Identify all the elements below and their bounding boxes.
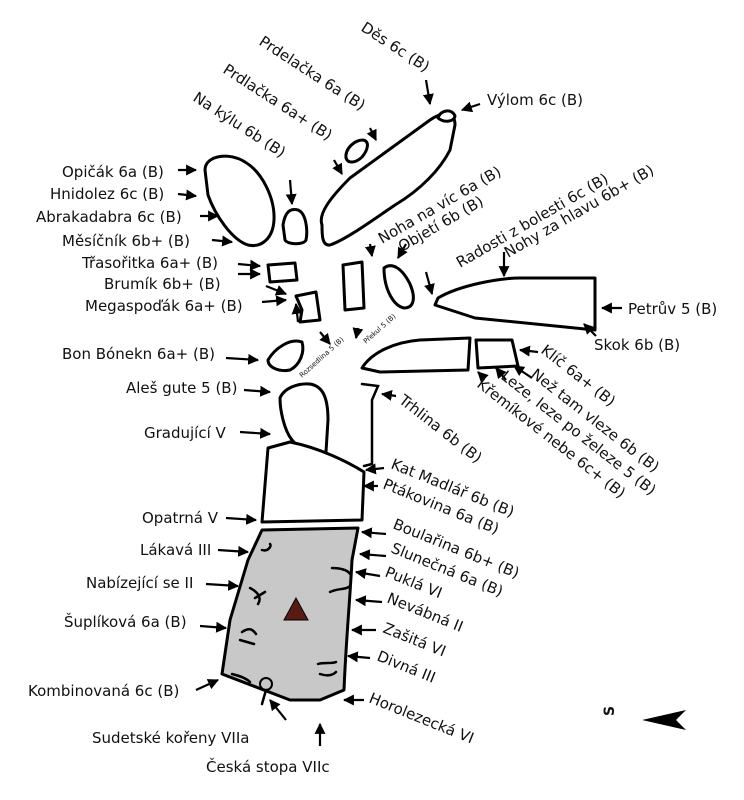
crack-7 xyxy=(238,638,256,646)
compass: S xyxy=(602,706,686,730)
arrow-ales xyxy=(243,385,272,397)
label-sudetske: Sudetské kořeny VIIa xyxy=(92,729,249,747)
arrow-bonbonek xyxy=(225,353,260,365)
rock-megaspodak xyxy=(294,290,322,324)
label-lakava: Lákavá III xyxy=(140,541,211,559)
arrow-megaspodak-up xyxy=(291,302,303,323)
arrow-radosti xyxy=(424,271,435,296)
arrow-megaspodak xyxy=(261,295,288,307)
rock-gradujici xyxy=(260,440,366,524)
arrow-rozsedlina xyxy=(319,331,331,345)
arrow-trhlina xyxy=(380,389,397,401)
arrow-klic xyxy=(518,345,539,357)
arrow-sudetske xyxy=(269,699,287,721)
arrow-prdelacka6aplus xyxy=(332,159,343,175)
arrow-mesicnik xyxy=(211,235,234,247)
rock-small-center xyxy=(281,208,309,246)
label-opatrna: Opatrná V xyxy=(142,509,219,527)
label-hnidolez: Hnidolez 6c (B) xyxy=(50,185,164,203)
label-nabizejici: Nabízející se II xyxy=(86,574,193,592)
crack-9 xyxy=(318,670,338,677)
compass-label: S xyxy=(602,706,618,716)
route-arrows xyxy=(177,79,622,746)
arrow-des xyxy=(422,79,434,106)
rock-middle-right xyxy=(360,336,472,374)
label-suplikova: Šuplíková 6a (B) xyxy=(64,612,187,631)
rock-klic xyxy=(474,338,520,370)
arrow-netam xyxy=(513,365,533,379)
summit-triangle-icon xyxy=(283,596,309,621)
rock-top-knob xyxy=(436,109,457,123)
arrow-kremikove xyxy=(477,371,489,383)
rock-trhlina-line xyxy=(360,382,380,468)
rock-bonbonek xyxy=(266,339,305,372)
label-vylom: Výlom 6c (B) xyxy=(487,91,583,109)
label-trhlina: Trhlina 6b (B) xyxy=(395,390,486,466)
label-kombinovana: Kombinovaná 6c (B) xyxy=(28,682,179,700)
rock-big-diagonal xyxy=(319,112,457,247)
arrow-nabizejici xyxy=(205,579,240,591)
rock-small-oval xyxy=(344,138,369,164)
label-des: Děs 6c (B) xyxy=(358,18,433,76)
arrow-nevabna xyxy=(354,595,383,607)
arrow-boularina xyxy=(360,527,387,539)
arrow-objeti xyxy=(397,243,408,259)
arrow-gradujici xyxy=(239,427,272,439)
label-opicak: Opičák 6a (B) xyxy=(62,163,164,181)
arrow-prekul xyxy=(352,327,364,340)
label-nohyzahlavu: Nohy za hlavu 6b+ (B) xyxy=(501,161,657,261)
arrow-kombinovana xyxy=(195,678,220,692)
arrow-brumik xyxy=(265,284,288,296)
label-abrakadabra: Abrakadabra 6c (B) xyxy=(36,208,182,226)
crack-6 xyxy=(240,628,258,636)
crack-5 xyxy=(328,584,352,594)
label-megaspodak: Megaspoďák 6a+ (B) xyxy=(85,297,243,315)
crack-4 xyxy=(253,590,267,600)
label-trasoritka: Třasořitka 6a+ (B) xyxy=(81,254,218,272)
label-prekul: Překul 5 (B) xyxy=(362,312,398,345)
grey-rock-cracks xyxy=(230,542,352,684)
compass-arrow-icon xyxy=(642,710,686,730)
label-skok: Skok 6b (B) xyxy=(594,336,680,354)
crack-1 xyxy=(260,542,272,552)
rock-noha xyxy=(341,260,366,312)
arrow-prdelacka6a xyxy=(366,127,377,141)
arrow-hnidolez xyxy=(177,189,198,201)
crack-10 xyxy=(230,672,252,684)
arrow-trasoritka1 xyxy=(237,259,262,271)
arrow-lakava xyxy=(217,545,250,557)
arrow-divna xyxy=(346,651,371,663)
arrow-vylom xyxy=(460,101,481,113)
label-alesgute: Aleš gute 5 (B) xyxy=(126,379,237,397)
rock-petruv xyxy=(433,276,597,332)
label-ceskastopa: Česká stopa VIIc xyxy=(206,757,330,776)
arrow-katmadlar xyxy=(364,463,385,475)
arrow-leze xyxy=(495,367,507,381)
arrow-nakylu xyxy=(285,179,297,206)
rock-left-large xyxy=(203,154,276,248)
rock-objeti xyxy=(382,264,415,310)
rock-ales xyxy=(278,382,330,457)
arrow-suplikova xyxy=(199,621,228,633)
arrow-opatrna xyxy=(225,513,258,525)
label-rozsedlina: Rozsedlina 5 (B) xyxy=(298,335,346,379)
label-horolezecka: Horolezecká VI xyxy=(367,689,477,747)
arrow-slunecna xyxy=(358,549,387,561)
label-gradujici: Gradující V xyxy=(144,424,227,442)
label-petruv: Petrův 5 (B) xyxy=(628,300,717,318)
label-brumik: Brumík 6b+ (B) xyxy=(104,275,221,293)
arrow-skok xyxy=(583,323,597,337)
label-bonbonek: Bon Bónekn 6a+ (B) xyxy=(62,345,215,363)
arrow-nohanavic xyxy=(364,243,376,258)
label-mesicnik: Měsíčník 6b+ (B) xyxy=(62,232,190,250)
arrow-sudetske-ring xyxy=(260,688,268,706)
crack-2 xyxy=(330,566,352,576)
arrow-pukla xyxy=(354,568,381,580)
rock-trasoritka xyxy=(266,261,299,284)
crack-8 xyxy=(316,660,338,666)
